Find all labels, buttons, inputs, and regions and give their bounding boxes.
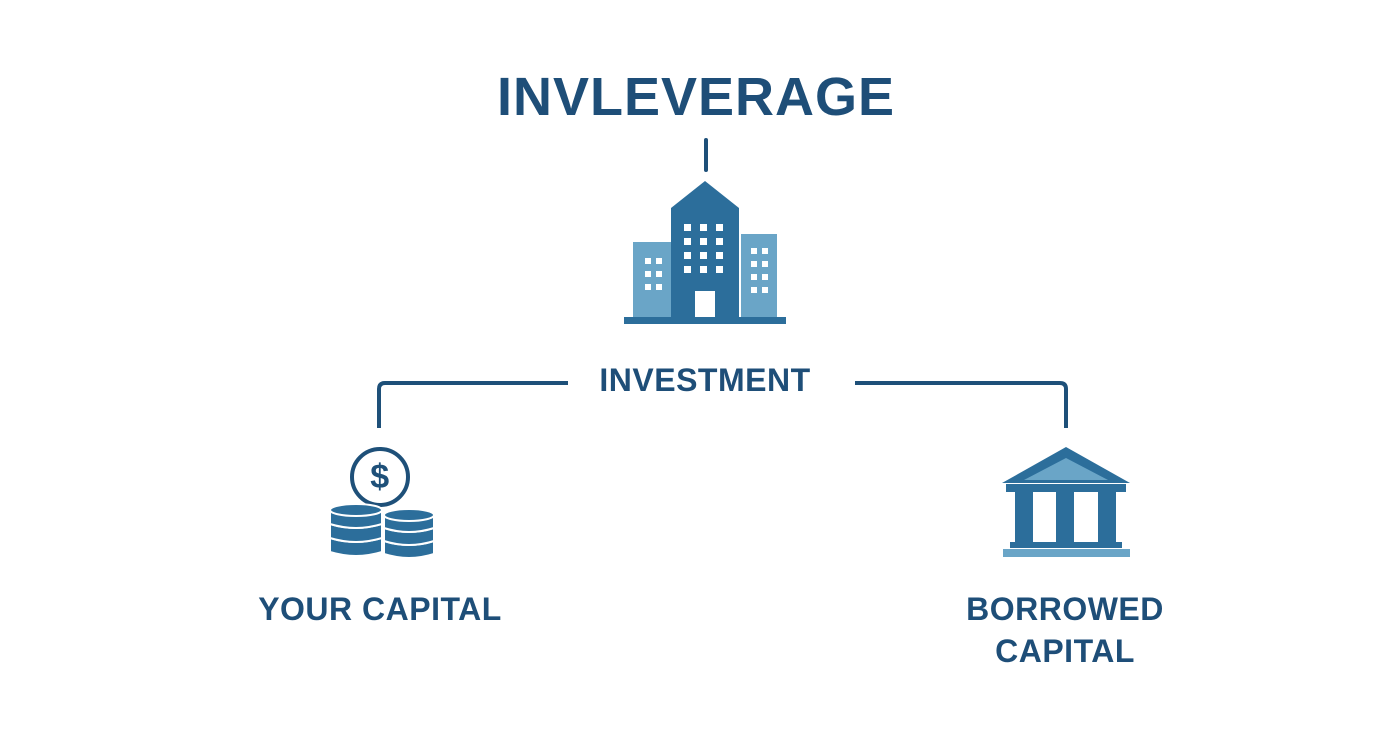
diagram-title: INVLEVERAGE <box>496 67 896 127</box>
coin-stack-dollar-icon <box>329 447 435 559</box>
investment-label: INVESTMENT <box>599 362 811 398</box>
borrowed-capital-label: BORROWED CAPITAL <box>915 588 1215 672</box>
dollar-symbol-icon: $ <box>370 458 390 496</box>
left-branch-line <box>377 381 568 428</box>
bank-columns-icon <box>1002 447 1130 557</box>
borrowed-capital-line1: BORROWED <box>966 591 1164 627</box>
right-branch-line <box>855 381 1068 428</box>
borrowed-capital-line2: CAPITAL <box>995 633 1135 669</box>
office-building-icon <box>624 181 786 324</box>
your-capital-label: YOUR CAPITAL <box>258 591 502 627</box>
